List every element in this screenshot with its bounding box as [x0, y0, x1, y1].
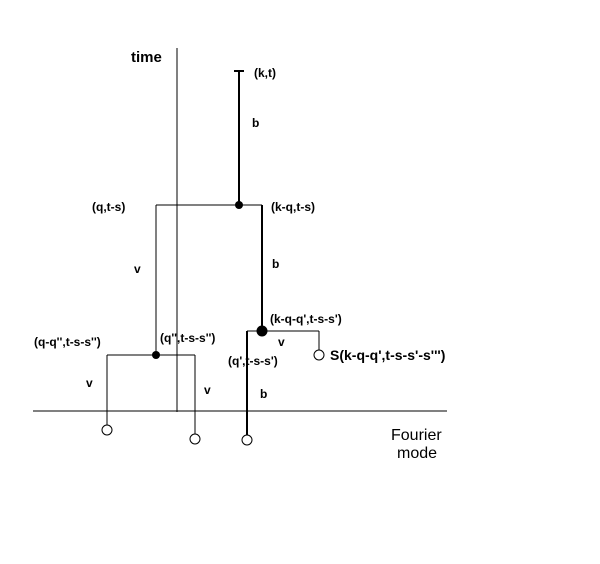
node-label-qqq: (q-q'',t-s-s'') [34, 335, 101, 349]
edge-label-v-left: v [134, 262, 141, 276]
vertex-top [235, 201, 243, 209]
node-label-kq-right: (k-q,t-s) [271, 200, 315, 214]
edge-label-v-small: v [278, 335, 285, 349]
node-label-top: (k,t) [254, 66, 276, 80]
node-label-source: S(k-q-q',t-s-s'-s''') [330, 347, 445, 363]
edge-label-v-bottom-left: v [86, 376, 93, 390]
fourier-label-line1: Fourier [391, 427, 442, 444]
node-label-q-left: (q,t-s) [92, 200, 125, 214]
mode-circle-2 [189, 433, 201, 445]
mode-circle-3 [241, 434, 253, 446]
node-label-qp: (q',t-s-s') [228, 354, 278, 368]
node-label-qpp: (q'',t-s-s'') [160, 331, 215, 345]
fourier-label-line2: mode [397, 445, 437, 462]
mode-circle-1 [101, 424, 113, 436]
time-label: time [131, 49, 162, 66]
edge-label-b-bottom: b [260, 387, 267, 401]
vertex-left [152, 351, 160, 359]
vertex-right [256, 325, 268, 337]
edge-label-b-right: b [272, 257, 279, 271]
edge-label-b-top: b [252, 116, 259, 130]
edge-label-v-bottom-mid: v [204, 383, 211, 397]
node-label-kqq: (k-q-q',t-s-s') [270, 312, 342, 326]
source-circle [313, 349, 325, 361]
